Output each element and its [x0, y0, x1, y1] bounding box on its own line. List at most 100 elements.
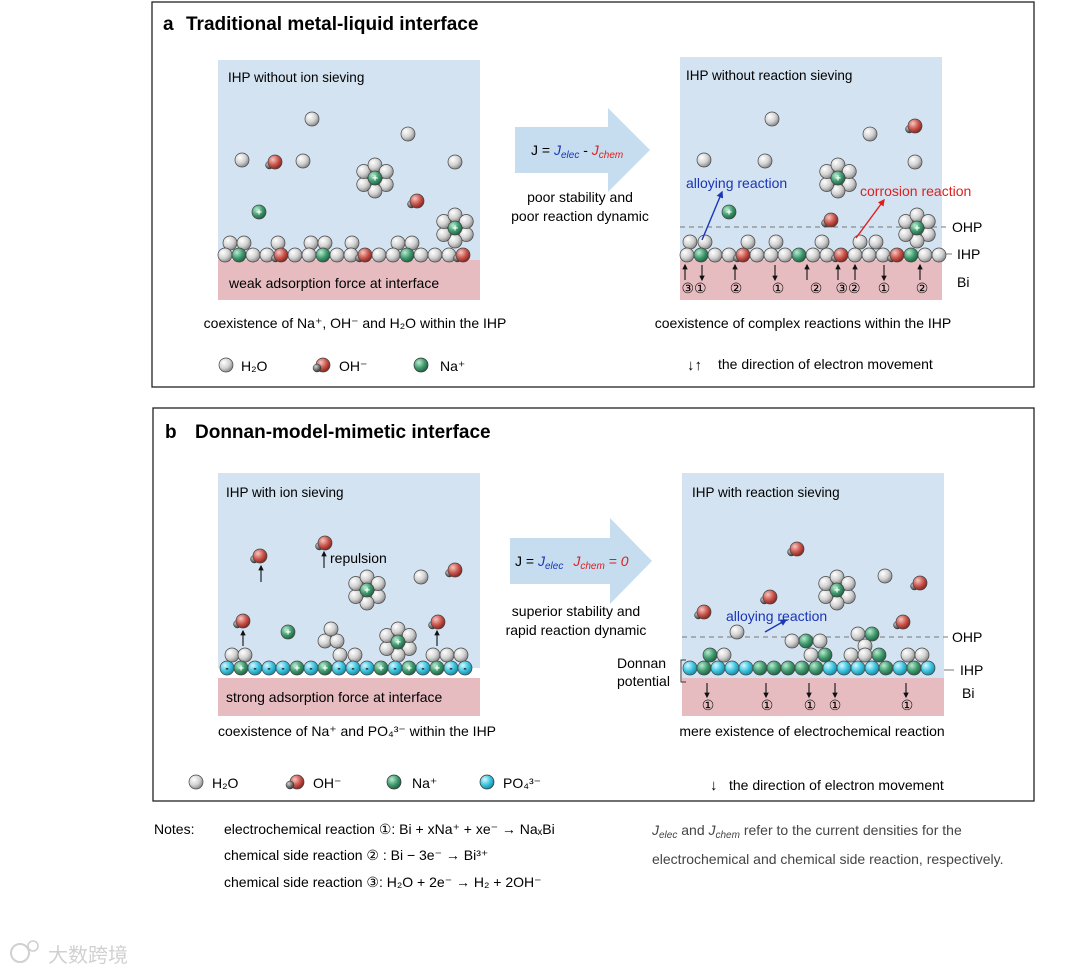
reaction-number-label: ①: [804, 697, 817, 713]
water-molecule: [803, 647, 819, 663]
sodium-ion: [447, 220, 463, 236]
water-molecule: [777, 247, 793, 263]
panel-a-legend: H₂O OH⁻ Na⁺ ↓↑ the direction of electron…: [218, 356, 933, 374]
sodium-ion: [830, 170, 846, 186]
legend-b-oh-label: OH⁻: [313, 775, 341, 791]
water-molecule: [323, 621, 339, 637]
panel-b-right-molecules: +: [682, 541, 936, 676]
water-molecule: [857, 647, 873, 663]
panel-a-corrosion-arrow: [855, 198, 885, 239]
notes-right-line-2: electrochemical and chemical side reacti…: [652, 851, 1003, 867]
phosphate-ion: [920, 660, 936, 676]
panel-b-right-electrode: [682, 678, 944, 716]
water-molecule: [898, 214, 914, 229]
minus-sign: -: [225, 664, 228, 675]
water-molecule: [317, 235, 333, 251]
phosphate-ion: [682, 660, 698, 676]
water-molecule: [329, 633, 345, 649]
phosphate-ion: [836, 660, 852, 676]
hydroxide-ion: [735, 247, 751, 263]
notes-right-line-1: Jelec and Jchem refer to the current den…: [651, 822, 962, 841]
phosphate-ion: [850, 660, 866, 676]
sodium-ion: [909, 220, 925, 236]
sodium-ion: [878, 660, 894, 676]
legend-direction-arrows: ↓↑: [687, 357, 702, 374]
water-molecule: [679, 247, 695, 263]
water-molecule: [805, 247, 821, 263]
panel-a-right-electrode: [680, 260, 942, 300]
water-molecule: [917, 247, 933, 263]
panel-b-electron-arrows: [704, 683, 909, 699]
panel-b-donnan-label-2: potential: [617, 673, 670, 689]
panel-b-frame: [152, 407, 1035, 802]
water-molecule: [914, 647, 930, 663]
panel-a-electron-arrows: [682, 263, 923, 282]
water-molecule: [850, 626, 866, 642]
water-molecule: [814, 234, 830, 250]
water-molecule: [729, 624, 745, 640]
hydroxide-ion: [252, 548, 268, 564]
panel-b-donnan-bracket: [680, 659, 686, 683]
water-molecule: [378, 164, 394, 179]
water-molecule: [847, 247, 863, 263]
water-molecule: [329, 247, 345, 263]
legend-b-direction-label: the direction of electron movement: [729, 777, 944, 793]
panel-a-arrow-text-1: poor stability and: [527, 189, 633, 205]
panel-b-left-box-label: IHP with ion sieving: [226, 485, 344, 500]
sodium-ion: [721, 204, 737, 220]
water-molecule: [303, 235, 319, 251]
panel-a-left-ihp-box: [218, 60, 480, 260]
sodium-ion: [390, 634, 406, 650]
water-molecule: [763, 247, 779, 263]
hydroxide-ion: [833, 247, 849, 263]
water-molecule: [301, 247, 317, 263]
sodium-ion: [280, 624, 296, 640]
panel-a-right-ihp-box: [680, 57, 942, 260]
hydroxide-ion: [447, 562, 463, 578]
phosphate-ion: [738, 660, 754, 676]
legend-b-oh-h-atom: [285, 780, 295, 790]
water-molecule: [425, 647, 441, 663]
panel-b-letter: b: [165, 422, 177, 443]
panel-b-alloying-arrow: [764, 619, 788, 633]
panel-b-right-box-label: IHP with reaction sieving: [692, 485, 840, 500]
reaction-number-label: ①: [702, 697, 715, 713]
water-molecule: [768, 234, 784, 250]
water-molecule: [347, 647, 363, 663]
plus-sign: +: [294, 664, 300, 675]
sodium-ion: [794, 660, 810, 676]
reaction-number-label: ②: [810, 280, 823, 296]
panel-a-right-box-label: IHP without reaction sieving: [686, 68, 852, 83]
notes-heading: Notes:: [154, 821, 194, 837]
water-molecule: [234, 152, 250, 168]
phosphate-ion: [892, 660, 908, 676]
panel-a-alloying-label: alloying reaction: [686, 175, 787, 191]
panel-a-transition-arrow: [515, 108, 650, 192]
water-molecule: [436, 214, 452, 229]
hydroxide-ion: [357, 247, 373, 263]
plus-sign: +: [364, 586, 370, 597]
sodium-ion: [906, 660, 922, 676]
legend-b-h2o-icon: [188, 774, 204, 790]
reaction-number-label: ②: [730, 280, 743, 296]
sodium-ion: [367, 170, 383, 186]
water-molecule: [348, 576, 364, 591]
reaction-number-label: ①: [772, 280, 785, 296]
panel-b-left-bottom-label: strong adsorption force at interface: [226, 689, 443, 705]
legend-b-h2o-label: H₂O: [212, 775, 239, 791]
panel-a-caption-left: coexistence of Na⁺, OH⁻ and H₂O within t…: [204, 315, 507, 331]
panel-b-legend: H₂O OH⁻ Na⁺ PO₄³⁻ ↓ the direction of ele…: [188, 774, 944, 794]
panel-a-left-molecules: +++: [217, 111, 474, 263]
panel-a-caption-right: coexistence of complex reactions within …: [655, 315, 951, 331]
plus-sign: +: [434, 664, 440, 675]
panel-a-title: Traditional metal-liquid interface: [186, 14, 478, 35]
hydroxide-ion: [267, 154, 283, 170]
water-molecule: [852, 234, 868, 250]
hydroxide-ion: [889, 247, 905, 263]
legend-oh-h-atom: [312, 363, 322, 373]
plus-sign: +: [322, 664, 328, 675]
panel-a-letter: a: [163, 14, 174, 35]
panel-a-arrow-text-2: poor reaction dynamic: [511, 208, 649, 224]
phosphate-ion: [457, 660, 473, 676]
